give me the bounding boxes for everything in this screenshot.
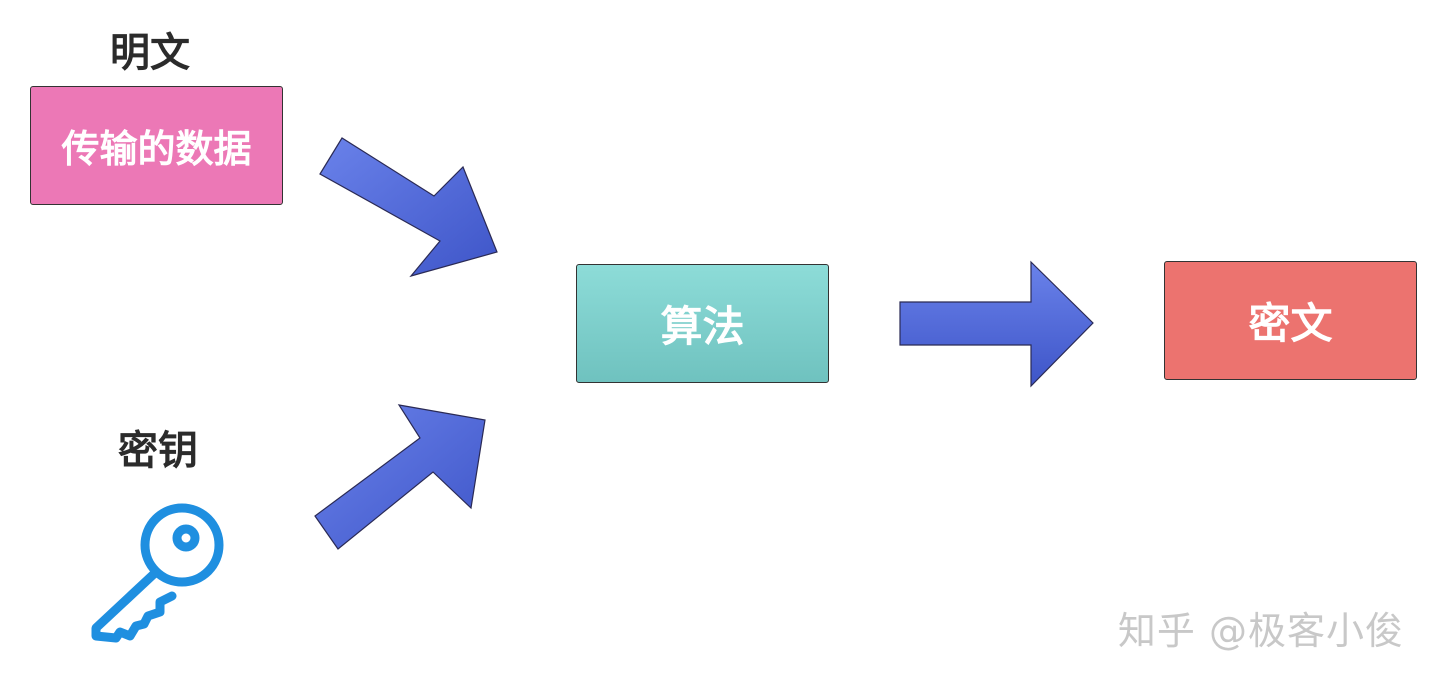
plaintext-box: 传输的数据 bbox=[30, 86, 283, 205]
plaintext-heading: 明文 bbox=[110, 30, 190, 76]
algorithm-box: 算法 bbox=[576, 264, 829, 383]
plaintext-label: 传输的数据 bbox=[61, 127, 252, 171]
arrow-plaintext-to-algorithm bbox=[319, 137, 498, 278]
arrow-key-to-algorithm bbox=[314, 404, 486, 550]
watermark: 知乎 @极客小俊 bbox=[1117, 609, 1404, 653]
key-icon bbox=[91, 503, 224, 643]
algorithm-label: 算法 bbox=[660, 302, 745, 351]
ciphertext-box: 密文 bbox=[1164, 261, 1417, 380]
key-heading: 密钥 bbox=[118, 428, 198, 474]
arrow-algorithm-to-ciphertext bbox=[899, 260, 1094, 388]
ciphertext-label: 密文 bbox=[1248, 299, 1333, 348]
